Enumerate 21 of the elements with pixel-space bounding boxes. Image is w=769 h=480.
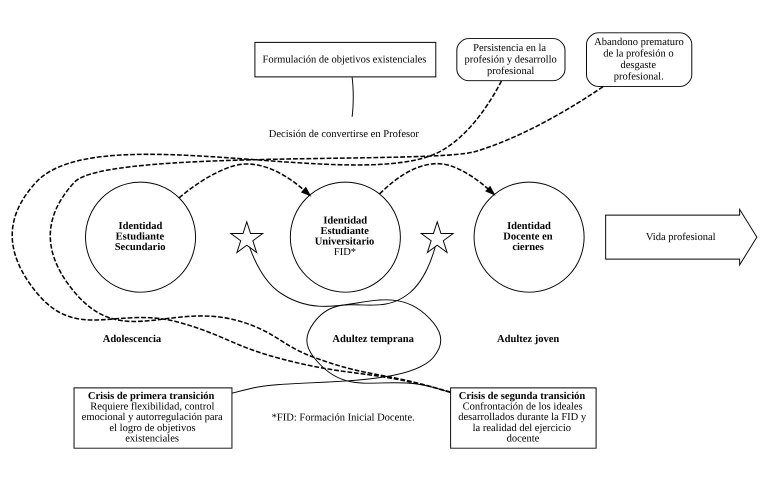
connector: [232, 246, 442, 394]
connector: [12, 80, 502, 392]
node-star: [229, 220, 264, 254]
label: Adolescencia: [102, 333, 162, 344]
arrow: [379, 162, 496, 196]
label: Adultez joven: [497, 333, 560, 344]
node-box: Crisis de segunda transición Confrontación de los ideales desarrollados durante la FID y la realidad del ejercicio docente: [450, 386, 597, 448]
node-circle: Identidad Docente en ciernes: [474, 181, 585, 292]
node-star: [420, 220, 455, 254]
node-box: Crisis de primera transición Requiere flexibilidad, control emocional y autorregulación para el logro de objetivos existenciales: [74, 386, 232, 448]
connector: [50, 85, 604, 393]
node-box: Formulación de objetivos existenciales: [254, 41, 436, 77]
connector: [352, 76, 354, 117]
node-box: Abandono prematuro de la profesión o desgaste profesional.: [586, 32, 692, 86]
node-circle: Identidad Estudiante Universitario FID*: [290, 181, 401, 292]
node-text: Decisión de convertirse en Profesor: [268, 128, 419, 140]
node-circle: Identidad Estudiante Secundario: [85, 181, 196, 292]
arrow: [178, 162, 312, 198]
label: *FID: Formación Inicial Docente.: [272, 412, 415, 424]
label: Adultez temprana: [332, 333, 414, 344]
node-box: Persistencia en la profesión y desarrollo profesional: [456, 38, 566, 81]
